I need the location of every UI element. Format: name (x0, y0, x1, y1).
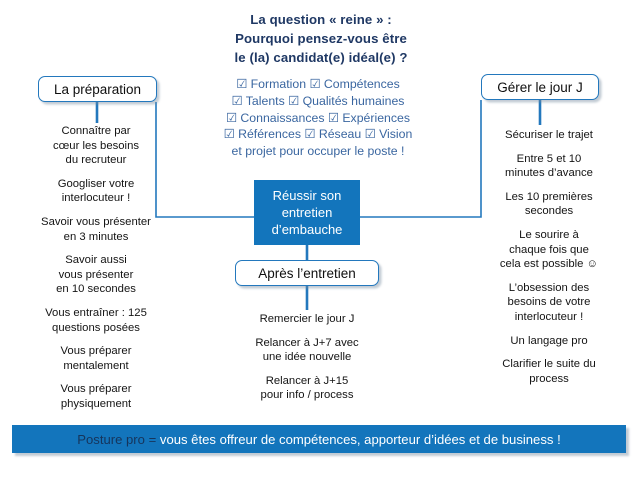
node-label: Gérer le jour J (497, 79, 583, 95)
center-line-1: Réussir son (272, 188, 342, 203)
banner-rest: vous êtes offreur de compétences, apport… (159, 431, 561, 447)
center-line-2: entretien (281, 205, 333, 220)
list-item: Remercier le jour J (259, 313, 355, 325)
node-label: Après l’entretien (258, 265, 356, 281)
node-reussir-son-entretien-dembauche[interactable]: Réussir son entretien d’embauche (254, 180, 360, 245)
center-line-3: d’embauche (271, 222, 343, 237)
list-item: Un langage pro (510, 334, 588, 347)
node-gerer-le-jour-j[interactable]: Gérer le jour J (481, 74, 599, 100)
checklist-line: ☑ Références ☑ Réseau ☑ Vision (223, 127, 413, 142)
checklist-line: ☑ Connaissances ☑ Expériences (225, 110, 411, 125)
node-apres-lentretien[interactable]: Après l’entretien (235, 260, 379, 286)
title-line-1: La question « reine » : (250, 12, 392, 27)
banner-text: Posture pro = vous êtes offreur de compé… (77, 432, 560, 447)
checklist-line: et projet pour occuper le poste ! (231, 144, 405, 159)
page-title: La question « reine » : Pourquoi pensez-… (178, 10, 464, 67)
list-item: Sécuriser le trajet (505, 129, 593, 141)
checklist-line: ☑ Formation ☑ Compétences (236, 77, 400, 91)
title-line-2: Pourquoi pensez-vous être (235, 31, 407, 46)
candidate-checklist: ☑ Formation ☑ Compétences ☑ Talents ☑ Qu… (193, 76, 443, 160)
title-line-3: le (la) candidat(e) idéal(e) ? (234, 50, 408, 65)
checklist-line: ☑ Talents ☑ Qualités humaines (231, 93, 405, 108)
node-la-preparation[interactable]: La préparation (38, 76, 157, 102)
banner-lead: Posture pro = (77, 431, 160, 447)
node-label: La préparation (53, 81, 142, 97)
posture-pro-banner: Posture pro = vous êtes offreur de compé… (12, 425, 626, 453)
